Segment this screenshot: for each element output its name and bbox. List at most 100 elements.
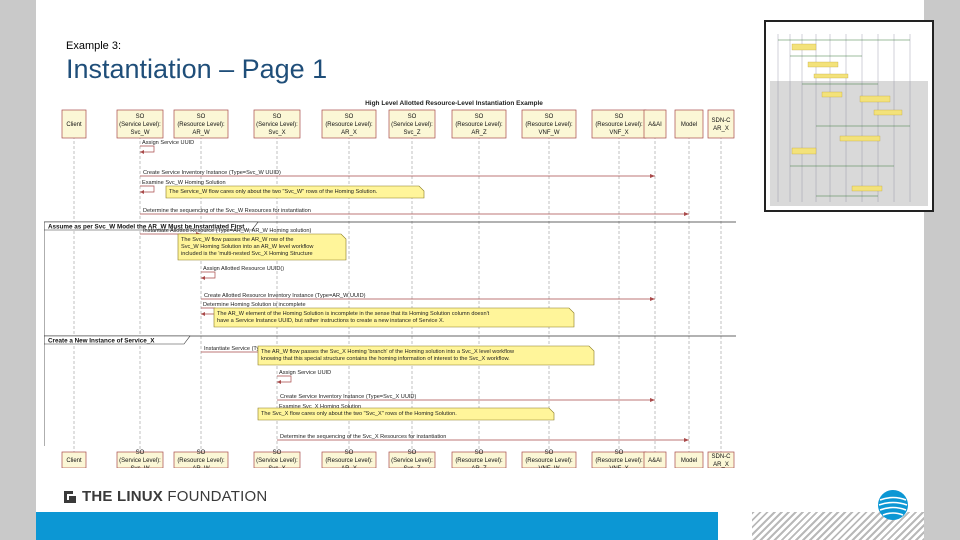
note-text: The AR_W element of the Homing Solution … (217, 311, 490, 317)
participant-label: SO (475, 450, 484, 456)
participant-box: SO (Resource Level): AR_X (321, 109, 377, 139)
message-label: Create Service Inventory Instance (Type=… (280, 394, 416, 400)
participant-box: SO(Service Level):Svc_X (253, 109, 301, 139)
slide-subtitle: Example 3: (66, 40, 122, 52)
message-arrow: Assign Allotted Resource UUID() (201, 266, 284, 280)
message-arrow: Determine the sequencing of the Svc_W Re… (140, 208, 689, 216)
linux-foundation-mark-icon (64, 490, 76, 503)
note-text: knowing that this special structure cont… (261, 356, 510, 362)
message-arrow: Create Service Inventory Instance (Type=… (140, 170, 655, 178)
participant-label: Svc_Z (403, 130, 420, 136)
message-arrow: Create Allotted Resource Inventory Insta… (201, 293, 655, 301)
note-text: Svc_W Homing Solution into an AR_W level… (181, 244, 314, 250)
participant-label: (Resource Level): (455, 122, 503, 128)
participant-label: (Resource Level): (525, 122, 573, 128)
overview-diagram-image (770, 26, 928, 206)
note-box: The Svc_X flow cares only about the two … (257, 407, 555, 421)
note-text: The AR_W flow passes the Svc_X Homing 'b… (261, 349, 515, 355)
note-text: included is the 'multi-nested Svc_X Homi… (181, 251, 313, 257)
participant-label: SO (345, 450, 354, 456)
left-decorative-bar (0, 0, 36, 540)
participant-label: SO (136, 114, 145, 120)
participant-label: AR_Z (471, 130, 487, 136)
participant-box: SO(Resource Level):AR_W (173, 109, 229, 139)
participant-label: SO (545, 450, 554, 456)
bottom-blue-band (36, 512, 718, 540)
linux-foundation-logo: THE LINUX FOUNDATION (62, 488, 267, 505)
note-box: The Svc_W flow passes the AR_W row of th… (177, 233, 347, 261)
message-label: Instantiate Allotted Resource (Type=AR_W… (143, 228, 311, 234)
participant-label: (Service Level): (391, 458, 433, 464)
note-text: The Svc_X flow cares only about the two … (261, 411, 457, 417)
participant-box: Model (674, 451, 704, 468)
participant-box: Client (61, 451, 87, 468)
note-box: The AR_W flow passes the Svc_X Homing 'b… (257, 345, 595, 366)
message-arrow: Determine the sequencing of the Svc_X Re… (277, 434, 689, 442)
participant-label: SDN-C (712, 118, 732, 124)
participant-label: (Resource Level): (525, 458, 573, 464)
participant-label: AR_X (713, 462, 729, 468)
participant-label: Svc_X (268, 466, 285, 468)
participant-label: AR_Z (471, 466, 487, 468)
section-label: Create a New Instance of Service_X (48, 338, 155, 345)
participant-label: (Resource Level): (595, 122, 643, 128)
participant-label: SO (545, 114, 554, 120)
note-box: The AR_W element of the Homing Solution … (213, 307, 575, 328)
participant-label: (Service Level): (119, 458, 161, 464)
participant-label: SO (345, 114, 354, 120)
participant-label: (Resource Level): (325, 122, 373, 128)
message-arrow: Assign Service UUID (277, 370, 331, 384)
participant-label: (Service Level): (119, 122, 161, 128)
participant-label: A&AI (648, 458, 662, 464)
participant-label: AR_X (713, 126, 729, 132)
participant-label: SO (408, 450, 417, 456)
participant-label: A&AI (648, 122, 662, 128)
message-arrow: Examine Svc_W Homing Solution (140, 180, 226, 194)
slide-title: Instantiation – Page 1 (66, 54, 328, 84)
section-label: Assume as per Svc_W Model the AR_W Must … (48, 224, 245, 231)
participant-label: VNF_X (609, 130, 628, 136)
participant-box: SO (Resource Level): AR_Z (451, 109, 507, 139)
participant-box: SO (Resource Level): AR_W (173, 450, 229, 468)
message-label: Determine Homing Solution is incomplete (203, 302, 306, 308)
participant-label: SO (475, 114, 484, 120)
overview-thumbnail (764, 20, 934, 212)
participant-box: Model (674, 109, 704, 139)
participant-box: SO(Resource Level):VNF_W (521, 109, 577, 139)
participant-label: SO (273, 450, 282, 456)
footer-brand-bold: THE LINUX (82, 488, 163, 505)
message-label: Create Service Inventory Instance (Type=… (143, 170, 281, 176)
footer-brand-rest: FOUNDATION (162, 488, 268, 505)
participant-box: SO(Service Level):Svc_Z (388, 109, 436, 139)
participant-box: A&AI (643, 109, 667, 139)
participant-box: SO(Service Level):Svc_W (116, 450, 164, 468)
participant-label: SO (273, 114, 282, 120)
participant-box: SO (Resource Level): AR_Z (451, 450, 507, 468)
participant-label: AR_W (192, 130, 210, 136)
participant-label: (Resource Level): (455, 458, 503, 464)
message-arrow: Create Service Inventory Instance (Type=… (277, 394, 655, 402)
note-text: have a Service Instance UUID, but rather… (217, 318, 445, 324)
message-label: Assign Allotted Resource UUID() (203, 266, 284, 272)
participant-label: Client (66, 458, 82, 464)
participant-label: Svc_X (268, 130, 285, 136)
participant-box: Client (61, 109, 87, 139)
participant-label: AR_X (341, 466, 357, 468)
participant-box: SDN-C AR_X (707, 109, 735, 139)
participant-label: AR_W (192, 466, 210, 468)
participant-label: SO (197, 450, 206, 456)
participant-label: Client (66, 122, 82, 128)
note-text: The Service_W flow cares only about the … (169, 189, 378, 195)
participant-label: (Resource Level): (177, 458, 225, 464)
section-frame: Create a New Instance of Service_X (44, 335, 736, 345)
participant-box: SDN-CAR_X (707, 451, 735, 468)
participant-box: SO(Service Level):Svc_W (116, 109, 164, 139)
section-frame: Assume as per Svc_W Model the AR_W Must … (44, 221, 736, 231)
participant-label: SO (615, 450, 624, 456)
message-label: Assign Service UUID (142, 140, 194, 146)
participant-label: AR_X (341, 130, 357, 136)
participant-box: A&AI (643, 451, 667, 468)
participant-label: (Resource Level): (595, 458, 643, 464)
message-label: Determine the sequencing of the Svc_X Re… (280, 434, 446, 440)
att-globe-icon (878, 490, 908, 520)
